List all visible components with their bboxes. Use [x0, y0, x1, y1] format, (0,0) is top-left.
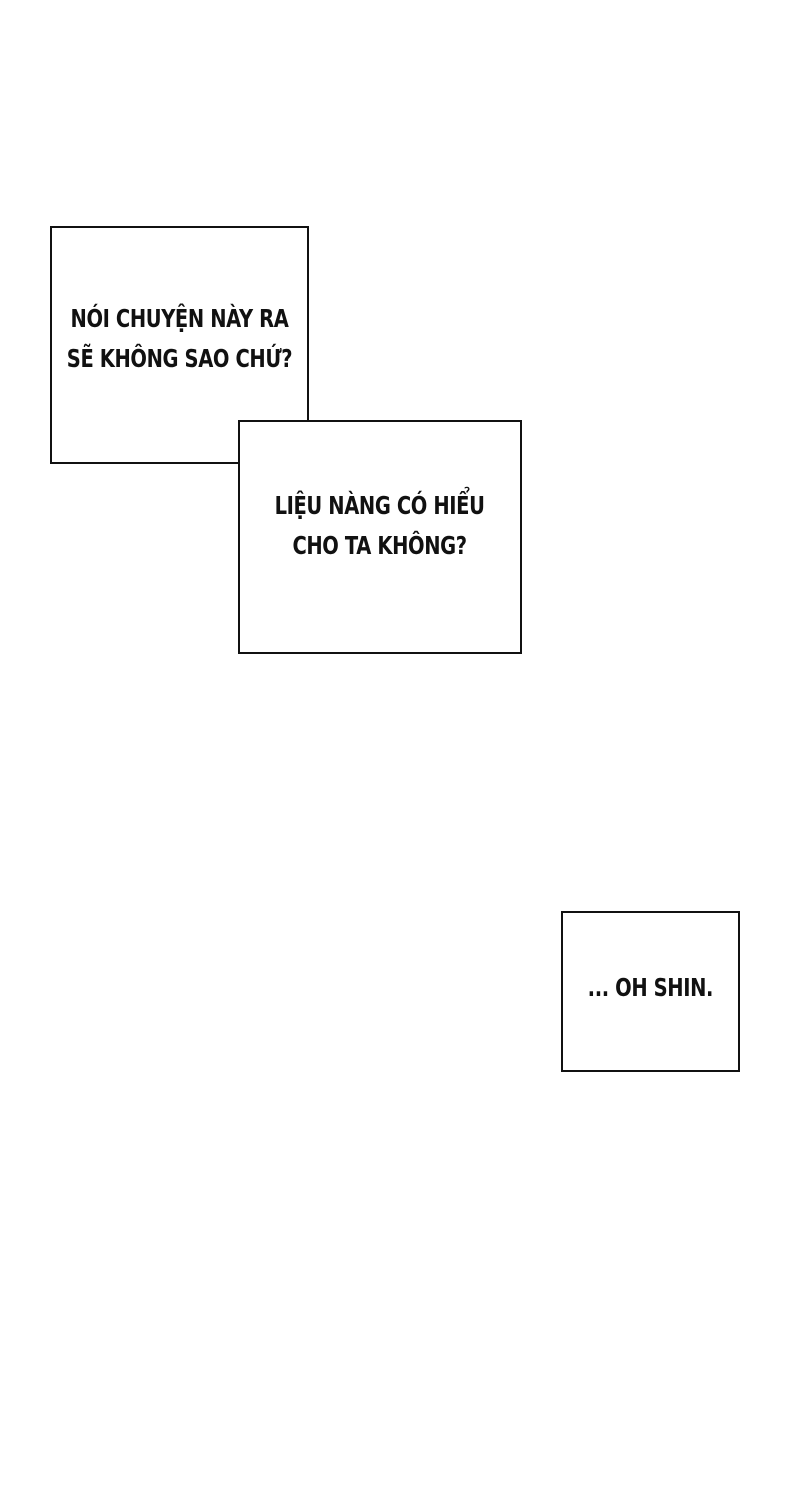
caption-line: LIỆU NÀNG CÓ HIỂU: [275, 491, 485, 520]
caption-text-2: LIỆU NÀNG CÓ HIỂU CHO TA KHÔNG?: [275, 486, 485, 566]
caption-text-1: NÓI CHUYỆN NÀY RA SẼ KHÔNG SAO CHỨ?: [66, 299, 293, 379]
caption-text-3: ... OH SHIN.: [587, 968, 714, 1008]
caption-line: SẼ KHÔNG SAO CHỨ?: [66, 344, 293, 373]
caption-box-3: ... OH SHIN.: [561, 911, 740, 1072]
caption-box-1: NÓI CHUYỆN NÀY RA SẼ KHÔNG SAO CHỨ?: [50, 226, 309, 464]
caption-line: NÓI CHUYỆN NÀY RA: [70, 304, 289, 333]
caption-box-2: LIỆU NÀNG CÓ HIỂU CHO TA KHÔNG?: [238, 420, 522, 654]
caption-line: CHO TA KHÔNG?: [292, 531, 468, 560]
caption-line: ... OH SHIN.: [587, 972, 714, 1002]
